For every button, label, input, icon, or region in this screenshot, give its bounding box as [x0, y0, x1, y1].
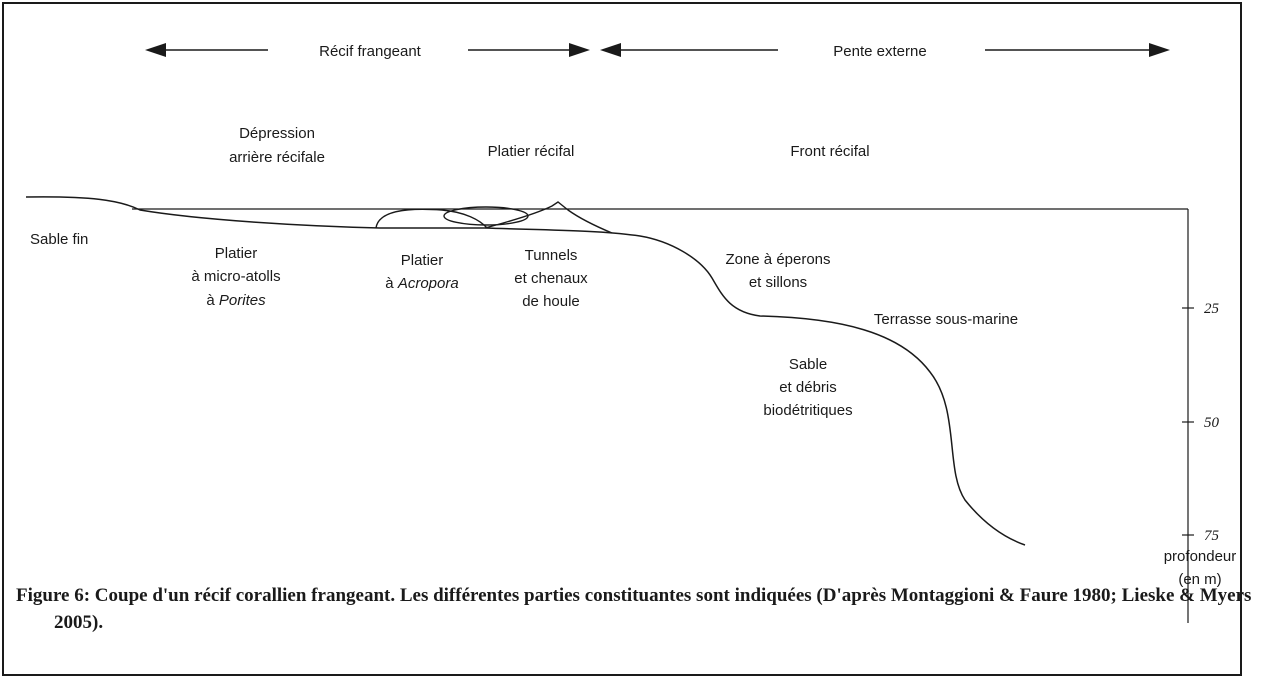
label-sable-debris-line1: Sable — [789, 356, 827, 373]
label-zone-eperons-line2: et sillons — [749, 274, 807, 291]
depth-tick-label-50: 50 — [1204, 415, 1220, 431]
label-tunnels-line2: et chenaux — [514, 270, 588, 287]
figure-caption: Figure 6: Coupe d'un récif corallien fra… — [16, 585, 1252, 633]
zone-label-pente-externe: Pente externe — [833, 43, 926, 60]
reef-ellipse — [443, 206, 529, 226]
label-tunnels-line3: de houle — [522, 293, 580, 310]
depth-tick-label-75: 75 — [1204, 528, 1220, 544]
label-depression-line1: Dépression — [239, 125, 315, 142]
arrow-left-head — [145, 43, 166, 57]
label-terrasse: Terrasse sous-marine — [874, 311, 1018, 328]
depth-axis-label-line2: (en m) — [1178, 571, 1221, 588]
seabed-profile-curve — [25, 196, 1026, 546]
arrow-right-head — [569, 43, 590, 57]
label-depression-line2: arrière récifale — [229, 149, 325, 166]
label-platier-recifal: Platier récifal — [488, 143, 575, 160]
arrow-left-head — [600, 43, 621, 57]
depth-axis — [1182, 209, 1194, 623]
label-acropora-line2: à Acropora — [385, 275, 458, 292]
label-micro-atolls-line1: Platier — [215, 245, 258, 262]
depth-axis-label-line1: profondeur — [1164, 548, 1237, 565]
label-front-recifal: Front récifal — [790, 143, 869, 160]
zone-label-recif-frangeant: Récif frangeant — [319, 43, 422, 60]
reef-crest-peak — [484, 201, 613, 234]
label-tunnels-line1: Tunnels — [525, 247, 578, 264]
label-sable-debris-line2: et débris — [779, 379, 837, 396]
recif-frangeant-arrow — [145, 43, 590, 57]
figure-frame — [2, 2, 1242, 676]
depth-tick-label-25: 25 — [1204, 301, 1220, 317]
arrow-right-head — [1149, 43, 1170, 57]
label-micro-atolls-line3: à Porites — [206, 292, 266, 309]
label-sable-fin: Sable fin — [30, 231, 88, 248]
pente-externe-arrow — [600, 43, 1170, 57]
label-sable-debris-line3: biodétritiques — [763, 402, 852, 419]
label-zone-eperons-line1: Zone à éperons — [725, 251, 830, 268]
label-micro-atolls-line2: à micro-atolls — [191, 268, 280, 285]
acropora-mound — [375, 208, 488, 229]
label-acropora-line1: Platier — [401, 252, 444, 269]
